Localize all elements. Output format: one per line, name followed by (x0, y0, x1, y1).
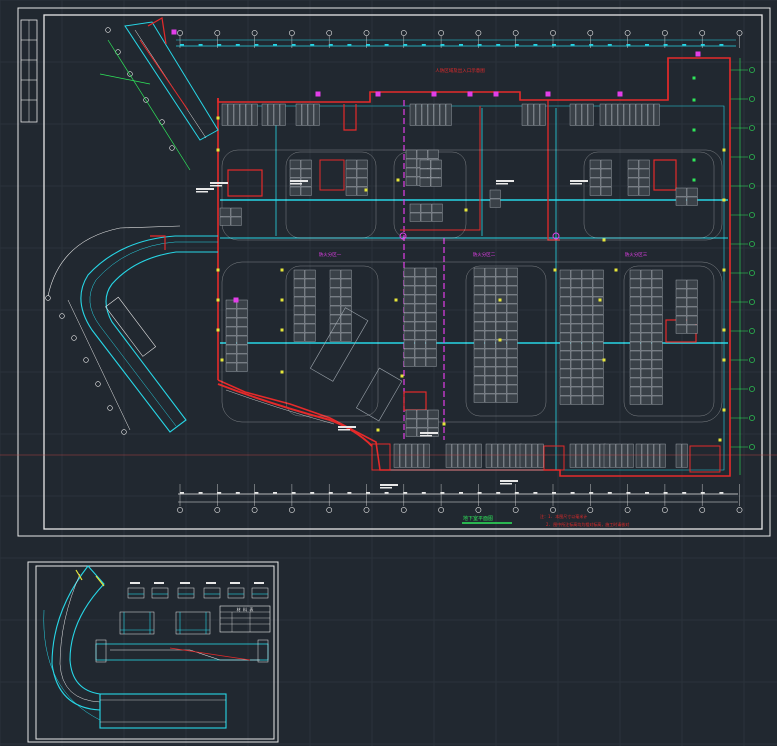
detail-curved-ramp (51, 565, 105, 711)
axis-bubble-icon (749, 386, 755, 392)
axis-bubble-icon (251, 30, 258, 36)
bottom-title: 地下室平面图 (463, 515, 493, 522)
detail-sheet-outer-frame (27, 561, 279, 743)
axis-bubble-icon (736, 507, 743, 513)
detail-sheet-inner-frame (35, 565, 275, 740)
note-line-2: 2. 图中所注标高均为相对标高，施工时请核对 (546, 521, 629, 527)
axis-bubble-icon (550, 507, 556, 513)
detail-section-row (119, 582, 269, 635)
equipment-markers (171, 29, 726, 494)
top-axis-grid (176, 30, 743, 48)
axis-bubble-icon (59, 313, 65, 319)
axis-bubble-icon (749, 299, 755, 305)
axis-bubble-icon (587, 507, 594, 513)
axis-bubble-icon (121, 429, 127, 435)
main-sheet-inner-frame (43, 14, 763, 530)
parking-stalls (219, 103, 698, 468)
entrance-ramp[interactable] (47, 225, 218, 433)
axis-bubble-icon (749, 154, 755, 160)
curved-wall (217, 307, 403, 447)
axis-bubble-icon (105, 27, 111, 33)
detail-straight-ramp (99, 693, 227, 729)
axis-bubble-icon (662, 507, 668, 513)
axis-bubble-icon (749, 125, 755, 131)
axis-bubble-icon (749, 67, 755, 73)
main-sheet-outer-frame (17, 7, 771, 537)
axis-bubble-icon (177, 507, 183, 513)
axis-bubble-icon (749, 270, 755, 276)
axis-bubble-icon (143, 97, 149, 103)
material-table: 材 料 表 (219, 605, 271, 633)
detail-ramp-section (95, 639, 269, 663)
axis-bubble-icon (400, 30, 407, 36)
axis-bubble-icon (475, 507, 482, 513)
detail-sheet[interactable]: 材 料 表 (27, 561, 279, 743)
axis-bubble-icon (749, 415, 755, 421)
axis-bubble-icon (587, 30, 594, 36)
zone-label-3: 防火分区三 (625, 251, 648, 258)
north-note: 人防区域及出入口示意图 (435, 67, 485, 74)
bottom-axis-grid (177, 484, 743, 513)
axis-bubble-icon (288, 507, 295, 513)
axis-bubble-icon (749, 357, 755, 363)
axis-bubble-icon (749, 183, 755, 189)
axis-bubble-icon (326, 507, 333, 513)
axis-bubble-icon (400, 507, 407, 513)
axis-bubble-icon (214, 30, 221, 36)
right-axis-grid (45, 27, 755, 475)
axis-bubble-icon (95, 381, 101, 387)
axis-bubble-icon (550, 30, 556, 36)
axis-bubble-icon (699, 507, 706, 513)
axis-bubble-icon (326, 30, 333, 36)
axis-bubble-icon (83, 357, 89, 363)
axis-bubble-icon (512, 30, 519, 36)
axis-bubble-icon (662, 30, 668, 36)
axis-bubble-icon (749, 96, 755, 102)
axis-bubble-icon (749, 444, 755, 450)
axis-bubble-icon (214, 507, 221, 513)
title-strip (20, 19, 38, 123)
axis-bubble-icon (251, 507, 258, 513)
axis-bubble-icon (749, 241, 755, 247)
axis-bubble-icon (512, 507, 519, 513)
axis-bubble-icon (45, 295, 51, 301)
axis-bubble-icon (438, 507, 444, 513)
main-sheet[interactable]: 人防区域及出入口示意图 防火分区一 防火分区二 防火分区三 地下室平面图 注：1… (17, 7, 771, 537)
axis-bubble-icon (736, 30, 743, 36)
note-line-1: 注：1. 本图尺寸以毫米计 (540, 513, 587, 519)
axis-bubble-icon (624, 507, 631, 513)
material-table-title: 材 料 表 (237, 606, 254, 612)
axis-bubble-icon (438, 30, 444, 36)
axis-bubble-icon (363, 507, 370, 513)
axis-bubble-icon (363, 30, 370, 36)
axis-bubble-icon (169, 145, 175, 151)
axis-bubble-icon (71, 335, 77, 341)
axis-bubble-icon (288, 30, 295, 36)
axis-bubble-icon (475, 30, 482, 36)
axis-bubble-icon (127, 71, 133, 77)
axis-bubble-icon (699, 30, 706, 36)
axis-bubble-icon (107, 405, 113, 411)
axis-bubble-icon (177, 30, 183, 36)
axis-bubble-icon (749, 212, 755, 218)
axis-bubble-icon (749, 328, 755, 334)
zone-label-2: 防火分区二 (473, 251, 496, 258)
exit-ramp[interactable] (99, 17, 219, 171)
axis-bubble-icon (624, 30, 631, 36)
zone-label-1: 防火分区一 (319, 251, 342, 258)
